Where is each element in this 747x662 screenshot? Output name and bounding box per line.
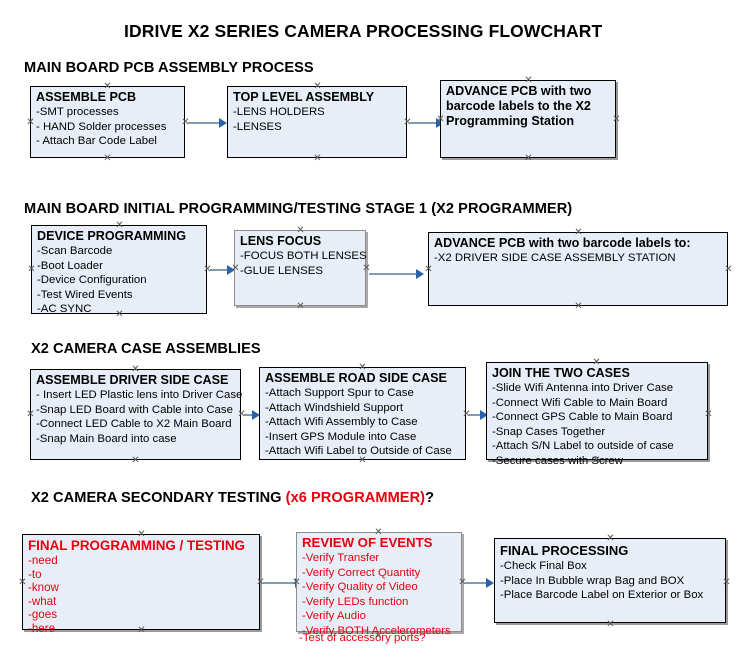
node-join-the-two-cases[interactable]: JOIN THE TWO CASES -Slide Wifi Antenna i… [486,362,708,467]
node-lens-focus[interactable]: LENS FOCUS -FOCUS BOTH LENSES -GLUE LENS… [234,230,367,306]
connector-line [188,122,220,124]
node-line: -what [28,594,57,608]
section-heading-x2-camera-secondary-testing: X2 CAMERA SECONDARY TESTING (x6 PROGRAMM… [31,490,434,506]
node-device-programming[interactable]: DEVICE PROGRAMMING -Scan Barcode -Boot L… [31,225,207,316]
node-line: -Attach Support Spur to Case [265,387,414,399]
arrowhead-icon [480,410,488,420]
arrowhead-icon [486,578,494,588]
section-heading-accent: (x6 PROGRAMMER) [285,490,426,506]
node-line: -goes [28,608,58,622]
node-line: -LENS HOLDERS [233,106,325,118]
node-title: TOP LEVEL ASSEMBLY [233,90,375,104]
node-line: -Boot Loader [37,259,103,272]
connector-line [210,269,228,271]
node-line: -Insert GPS Module into Case [265,430,417,443]
connector-line [465,582,487,584]
node-line: -Attach Wifi Label to Outside of Case [265,445,452,458]
node-line: -Verify Quality of Video [302,581,418,594]
node-line: -Snap Main Board into case [36,432,177,445]
node-title: ASSEMBLE DRIVER SIDE CASE [36,373,229,387]
connector-line [369,273,417,275]
node-line: -Verify Audio [302,610,366,623]
node-final-processing[interactable]: FINAL PROCESSING -Check Final Box -Place… [494,538,726,623]
node-title: ADVANCE PCB with two barcode labels to: [434,236,691,250]
node-line: -Verify Transfer [302,552,380,564]
node-line: -X2 DRIVER SIDE CASE ASSEMBLY STATION [434,252,676,264]
node-line: -Attach Wifi Assembly to Case [265,416,418,429]
section-heading-main-board-pcb-assembly: MAIN BOARD PCB ASSEMBLY PROCESS [24,60,314,76]
section-heading-x2-camera-case-assemblies: X2 CAMERA CASE ASSEMBLIES [31,341,261,357]
node-line: -Snap LED Board with Cable into Case [36,403,233,416]
node-line: -Connect Wifi Cable to Main Board [492,396,668,409]
arrowhead-icon [227,265,235,275]
node-line: -Secure cases with Screw [492,454,624,467]
node-line: -to [28,567,42,581]
node-line: -LENSES [233,120,282,133]
node-line: -Snap Cases Together [492,425,606,438]
section-heading-tail: ? [425,490,435,506]
connector-line [244,414,253,416]
connector-line [263,582,296,584]
node-title: JOIN THE TWO CASES [492,366,630,380]
node-assemble-road-side-case[interactable]: ASSEMBLE ROAD SIDE CASE -Attach Support … [259,367,466,460]
node-line: -Connect GPS Cable to Main Board [492,411,673,424]
node-line: -Scan Barcode [37,245,113,257]
node-overflow-line: -Test of accessory ports? [299,632,426,644]
node-line: -Check Final Box [500,560,587,572]
node-line: -Verify LEDs function [302,595,409,608]
node-title: ASSEMBLE PCB [36,90,137,104]
node-line: -Place Barcode Label on Exterior or Box [500,589,704,602]
connector-line [469,414,481,416]
node-advance-pcb-to-x2-programming-station[interactable]: ADVANCE PCB with two barcode labels to t… [440,80,616,158]
node-line: -Slide Wifi Antenna into Driver Case [492,382,674,394]
node-top-level-assembly[interactable]: TOP LEVEL ASSEMBLY -LENS HOLDERS -LENSES [227,86,407,158]
section-heading-main-board-initial-programming: MAIN BOARD INITIAL PROGRAMMING/TESTING S… [24,201,573,217]
arrowhead-icon [252,410,260,420]
node-line: -FOCUS BOTH LENSES [240,250,367,262]
node-title: DEVICE PROGRAMMING [37,229,187,243]
node-title: LENS FOCUS [240,234,322,248]
node-line: -know [28,581,59,595]
node-line: - HAND Solder processes [36,120,167,133]
node-line: -Attach S/N Label to outside of case [492,440,674,453]
arrowhead-icon [219,118,227,128]
node-line: -AC SYNC [37,303,92,316]
node-advance-pcb-to-driver-side-case-station[interactable]: ADVANCE PCB with two barcode labels to: … [428,232,728,306]
node-title: REVIEW OF EVENTS [302,535,433,550]
node-line: - Insert LED Plastic lens into Driver Ca… [36,389,243,401]
node-line: - Attach Bar Code Label [36,135,157,148]
node-line: -Test Wired Events [37,288,133,301]
node-line: -Place In Bubble wrap Bag and BOX [500,574,685,587]
node-final-programming-testing[interactable]: FINAL PROGRAMMING / TESTING -need -to -k… [22,534,260,635]
page-title: IDRIVE X2 SERIES CAMERA PROCESSING FLOWC… [124,21,603,41]
node-line: -SMT processes [36,106,119,118]
node-title: FINAL PROGRAMMING / TESTING [28,538,245,553]
node-title: ASSEMBLE ROAD SIDE CASE [265,371,447,385]
node-line: -GLUE LENSES [240,264,323,277]
node-line: -Verify BOTH Accelerometers [302,624,451,637]
node-line: -need [28,554,58,567]
node-line: -Attach Windshield Support [265,401,404,414]
node-assemble-driver-side-case[interactable]: ASSEMBLE DRIVER SIDE CASE - Insert LED P… [30,369,243,460]
node-line: -here [28,621,56,635]
node-title: FINAL PROCESSING [500,543,629,558]
node-line: -Device Configuration [37,274,147,287]
node-line: -Verify Correct Quantity [302,566,421,579]
connector-line [410,122,437,124]
node-line: -Connect LED Cable to X2 Main Board [36,418,232,431]
arrowhead-icon [416,269,424,279]
node-title: ADVANCE PCB with two barcode labels to t… [446,84,592,128]
node-assemble-pcb[interactable]: ASSEMBLE PCB -SMT processes - HAND Solde… [30,86,185,158]
node-review-of-events[interactable]: REVIEW OF EVENTS -Verify Transfer -Verif… [296,532,462,637]
section-heading-text: X2 CAMERA SECONDARY TESTING [31,490,286,506]
